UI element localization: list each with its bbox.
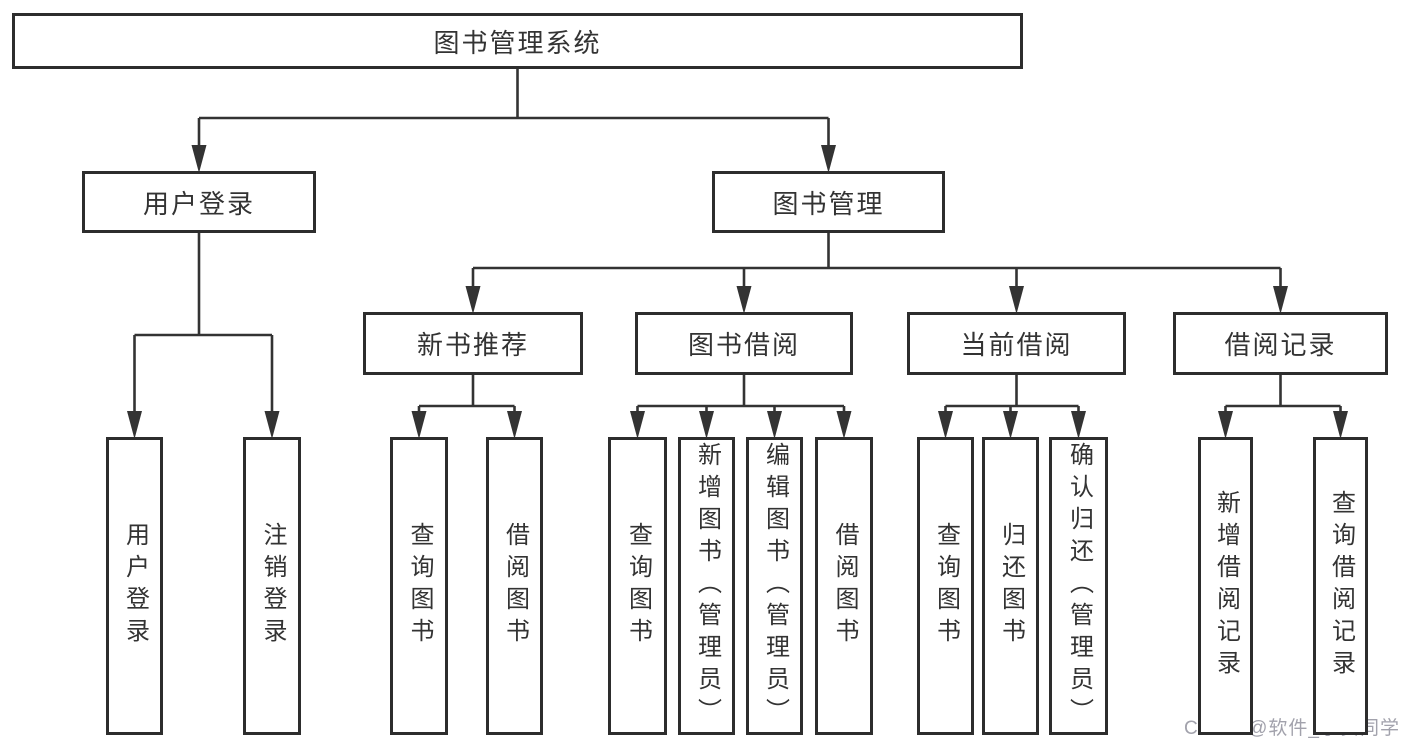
node-label: 当前借阅	[960, 330, 1073, 360]
node-root: 图书管理系统	[12, 13, 1023, 69]
node-label: 新增图书（管理员）	[693, 442, 721, 730]
node-book-borrow: 图书借阅	[635, 312, 853, 375]
node-v-borrow-book-2: 借阅图书	[815, 437, 873, 735]
node-label: 编辑图书（管理员）	[761, 442, 789, 730]
node-v-borrow-book-1: 借阅图书	[486, 437, 543, 735]
node-v-add-book: 新增图书（管理员）	[678, 437, 735, 735]
node-current-borrow: 当前借阅	[907, 312, 1126, 375]
node-v-confirm-return: 确认归还（管理员）	[1049, 437, 1108, 735]
node-book-mgmt: 图书管理	[712, 171, 945, 233]
node-label: 图书借阅	[687, 330, 800, 360]
node-label: 归还图书	[997, 522, 1025, 650]
node-label: 查询借阅记录	[1327, 490, 1355, 682]
node-label: 新书推荐	[416, 330, 529, 360]
node-v-user-login: 用户登录	[106, 437, 163, 735]
node-borrow-records: 借阅记录	[1173, 312, 1388, 375]
node-label: 查询图书	[624, 522, 652, 650]
node-label: 借阅记录	[1224, 330, 1337, 360]
node-v-return-book: 归还图书	[982, 437, 1039, 735]
node-label: 用户登录	[142, 188, 255, 219]
node-v-query-record: 查询借阅记录	[1313, 437, 1368, 735]
node-v-logout: 注销登录	[243, 437, 301, 735]
node-v-query-book-1: 查询图书	[390, 437, 448, 735]
node-label: 注销登录	[259, 522, 286, 650]
node-new-book-rec: 新书推荐	[363, 312, 583, 375]
node-v-query-book-2: 查询图书	[608, 437, 667, 735]
node-label: 查询图书	[406, 522, 433, 650]
node-user-login: 用户登录	[82, 171, 316, 233]
node-label: 图书管理	[772, 188, 885, 219]
node-label: 图书管理系统	[433, 27, 602, 58]
node-label: 用户登录	[121, 522, 149, 650]
node-v-query-book-3: 查询图书	[917, 437, 974, 735]
node-label: 借阅图书	[831, 522, 858, 650]
node-v-edit-book: 编辑图书（管理员）	[746, 437, 803, 735]
node-label: 借阅图书	[501, 522, 529, 650]
node-label: 确认归还（管理员）	[1065, 442, 1093, 730]
node-label: 查询图书	[932, 522, 960, 650]
node-label: 新增借阅记录	[1212, 490, 1240, 682]
node-v-add-record: 新增借阅记录	[1198, 437, 1253, 735]
